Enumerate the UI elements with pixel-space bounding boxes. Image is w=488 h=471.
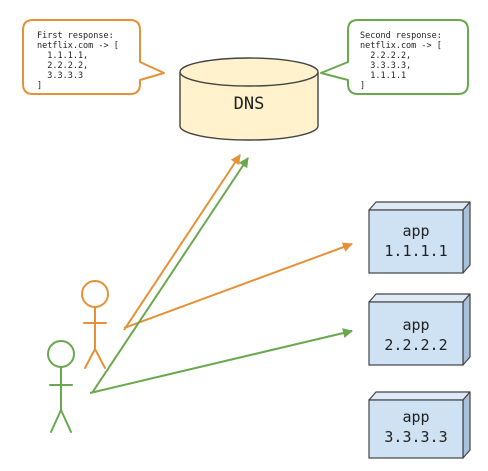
first-response-text: First response: netflix.com -> [ 1.1.1.1… — [37, 31, 124, 91]
orange-dns-request-arrow — [123, 154, 241, 331]
first-response-line: ] — [37, 81, 42, 91]
second-response-line: 1.1.1.1 — [360, 71, 406, 81]
app-server-2: app 2.2.2.2 — [368, 293, 471, 366]
orange-user-icon — [81, 280, 109, 369]
second-response-line: ] — [360, 81, 365, 91]
first-response-line: 1.1.1.1, — [37, 51, 88, 61]
first-response-line: 2.2.2.2, — [37, 61, 88, 71]
app-server-3: app 3.3.3.3 — [368, 391, 471, 459]
first-response-line: 3.3.3.3 — [37, 71, 83, 81]
second-response-line: netflix.com -> [ — [360, 41, 442, 51]
orange-app-request-arrow — [123, 242, 353, 329]
app-ip: 3.3.3.3 — [384, 428, 447, 446]
app-ip: 1.1.1.1 — [384, 242, 447, 260]
dns-label: DNS — [234, 94, 265, 114]
app-name: app — [402, 408, 429, 426]
green-user-icon — [47, 340, 75, 433]
first-response-line: netflix.com -> [ — [37, 41, 119, 51]
app-ip: 2.2.2.2 — [384, 336, 447, 354]
app-name: app — [402, 222, 429, 240]
second-response-line: Second response: — [360, 31, 442, 41]
second-response-bubble: Second response: netflix.com -> [ 2.2.2.… — [320, 19, 469, 95]
first-response-line: First response: — [37, 31, 114, 41]
green-app-request-arrow — [89, 328, 353, 394]
second-response-text: Second response: netflix.com -> [ 2.2.2.… — [360, 31, 447, 91]
first-response-bubble: First response: netflix.com -> [ 1.1.1.1… — [22, 19, 165, 95]
dns-server: DNS — [179, 57, 319, 141]
app-name: app — [402, 316, 429, 334]
green-dns-request-arrow — [91, 157, 249, 394]
second-response-line: 2.2.2.2, — [360, 51, 411, 61]
second-response-line: 3.3.3.3, — [360, 61, 411, 71]
app-server-1: app 1.1.1.1 — [368, 201, 471, 274]
